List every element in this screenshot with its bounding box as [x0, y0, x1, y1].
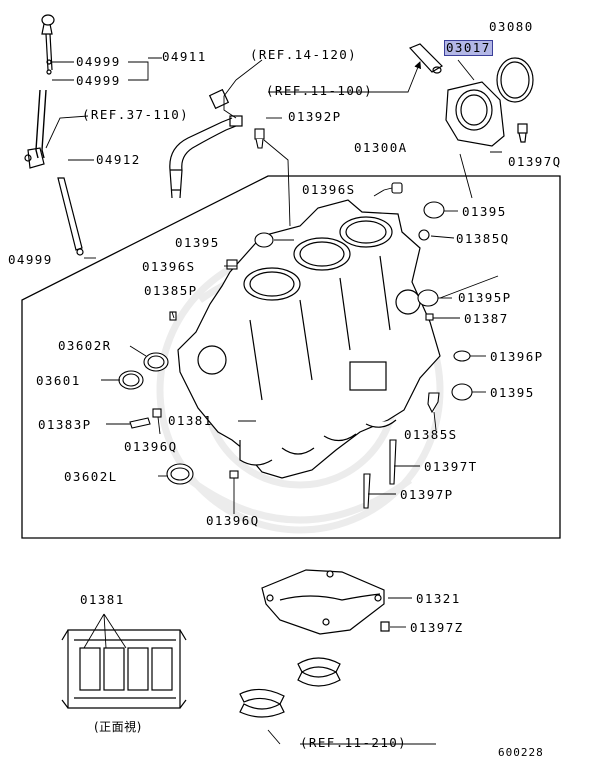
part-03602r[interactable]: 03602R [58, 338, 112, 353]
part-01396q-b[interactable]: 01396Q [206, 513, 260, 528]
part-01381-a[interactable]: 01381 [168, 413, 213, 428]
part-04999-c[interactable]: 04999 [8, 252, 53, 267]
part-01321[interactable]: 01321 [416, 591, 461, 606]
part-03602l[interactable]: 03602L [64, 469, 118, 484]
part-04911[interactable]: 04911 [162, 49, 207, 64]
part-01397z[interactable]: 01397Z [410, 620, 464, 635]
front-view-sketch [61, 629, 187, 709]
part-01385p[interactable]: 01385P [144, 283, 198, 298]
part-01396s-a[interactable]: 01396S [302, 182, 356, 197]
part-01387[interactable]: 01387 [464, 311, 509, 326]
rear-oil-seal-assembly[interactable] [408, 43, 534, 147]
part-01395-a[interactable]: 01395 [462, 204, 507, 219]
main-bearing-shells[interactable] [239, 657, 341, 718]
part-01385s[interactable]: 01385S [404, 427, 458, 442]
oil-level-gauge-assembly[interactable] [24, 14, 84, 256]
baffle-plate[interactable] [261, 569, 390, 635]
part-01385q[interactable]: 01385Q [456, 231, 510, 246]
part-01397t[interactable]: 01397T [424, 459, 478, 474]
leader-lines [45, 57, 502, 745]
cylinder-block[interactable] [177, 199, 441, 479]
part-04999-b[interactable]: 04999 [76, 73, 121, 88]
part-01397q[interactable]: 01397Q [508, 154, 562, 169]
part-01381-b[interactable]: 01381 [80, 592, 125, 607]
part-01396p[interactable]: 01396P [490, 349, 544, 364]
breather-hose[interactable] [169, 88, 243, 199]
part-01395p[interactable]: 01395P [458, 290, 512, 305]
part-01395-b[interactable]: 01395 [175, 235, 220, 250]
part-01392p[interactable]: 01392P [288, 109, 342, 124]
block-small-parts[interactable] [118, 128, 473, 509]
part-04999-a[interactable]: 04999 [76, 54, 121, 69]
part-01383p[interactable]: 01383P [38, 417, 92, 432]
part-01397p[interactable]: 01397P [400, 487, 454, 502]
part-01396q-a[interactable]: 01396Q [124, 439, 178, 454]
part-03017-highlighted[interactable]: 03017 [444, 40, 493, 56]
cylinder-block-frame [21, 175, 561, 539]
part-01396s-b[interactable]: 01396S [142, 259, 196, 274]
ref-11-100[interactable]: (REF.11-100) [266, 83, 374, 98]
ref-11-210[interactable]: (REF.11-210) [300, 735, 408, 750]
ref-14-120[interactable]: (REF.14-120) [250, 47, 358, 62]
front-view-caption: (正面視) [94, 720, 142, 734]
part-03080[interactable]: 03080 [489, 19, 534, 34]
figure-id: 600228 [498, 746, 544, 759]
part-01395-c[interactable]: 01395 [490, 385, 535, 400]
ref-37-110[interactable]: (REF.37-110) [82, 107, 190, 122]
part-03601[interactable]: 03601 [36, 373, 81, 388]
part-04912[interactable]: 04912 [96, 152, 141, 167]
part-01300a[interactable]: 01300A [354, 140, 408, 155]
